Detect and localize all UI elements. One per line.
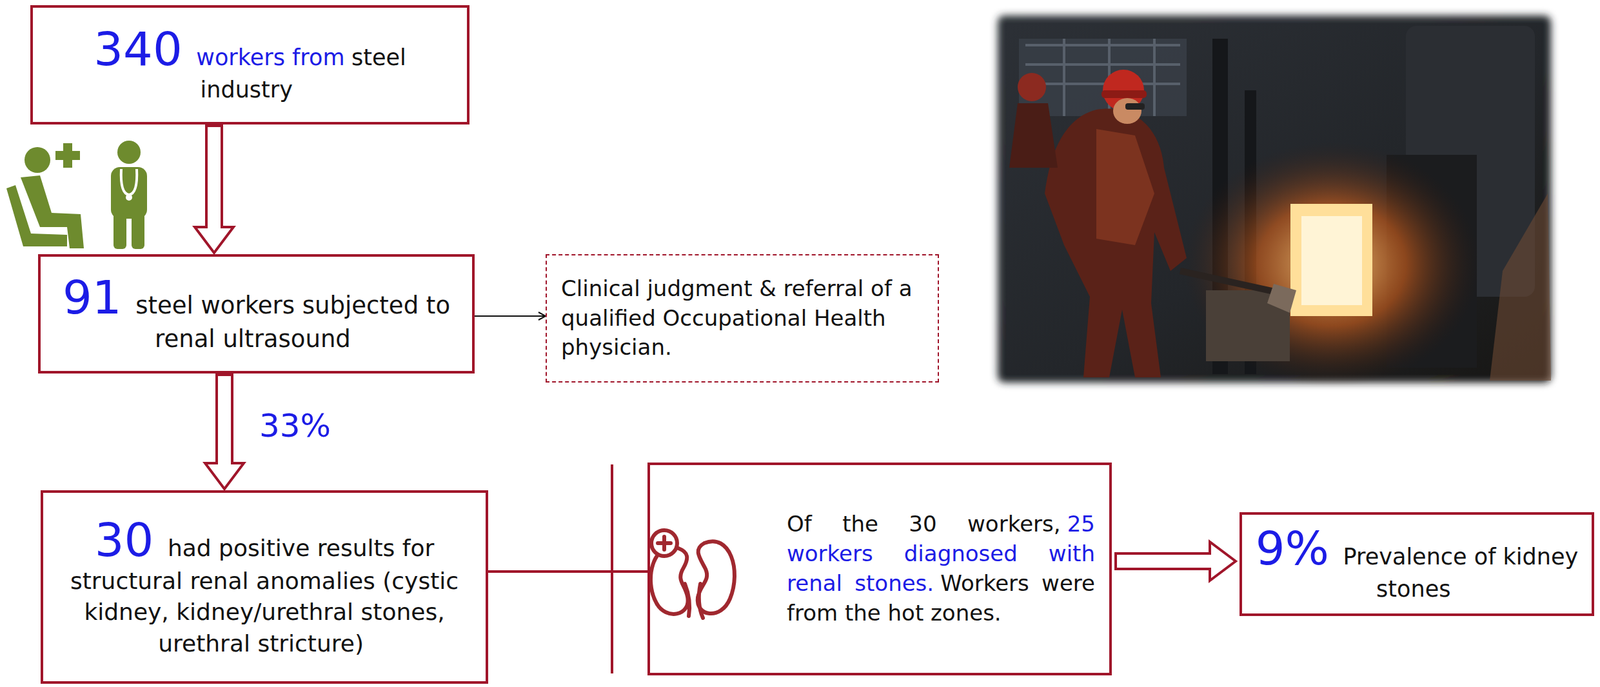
box-text: steel workers subjected to renal ultraso… [135, 291, 451, 353]
count-number: 340 [93, 21, 182, 77]
node-text: 91steel workers subjected to renal ultra… [56, 272, 457, 356]
result-box: 30had positive results for structural re… [40, 490, 489, 684]
foreground-blur [1489, 193, 1551, 381]
furnace-glow [1183, 141, 1481, 387]
plus-sign [55, 143, 80, 168]
kidney-icon [650, 530, 735, 618]
box-text: Of the 30 workers, [786, 510, 1061, 537]
connector-line [474, 315, 546, 317]
furnace-mouth [1301, 216, 1363, 306]
second-worker [1017, 72, 1047, 102]
node-text: Of the 30 workers,25 workers diagnosed w… [786, 509, 1096, 629]
prevalence-box: 9%Prevalence of kidney stones [1239, 512, 1595, 616]
box-text: had positive results for structural rena… [70, 534, 459, 657]
shovel-blade [1267, 283, 1297, 313]
kidney-outline [697, 541, 735, 614]
process-box: 91steel workers subjected to renal ultra… [38, 254, 475, 374]
worker-figure [1044, 108, 1187, 378]
plus-circle [651, 530, 678, 556]
worker-face [1113, 98, 1142, 124]
furnace-photo [997, 15, 1551, 387]
furnace-mouth [1290, 203, 1373, 317]
ureter [699, 583, 703, 618]
node-text: 30had positive results for structural re… [53, 514, 476, 660]
box-text: Workers were from the hot zones. [786, 570, 1096, 626]
worker-jacket-light [1096, 128, 1155, 246]
worker-goggles [1125, 103, 1145, 110]
doctor-leg [131, 212, 145, 249]
connector-line [488, 570, 648, 573]
block-arrow [205, 374, 244, 489]
box-text: steel industry [200, 44, 407, 103]
count-number: 30 [94, 512, 155, 567]
box-text: workers from [196, 44, 345, 71]
patient-chair [6, 185, 68, 247]
second-worker [1009, 103, 1058, 168]
doctor-leg [113, 212, 127, 249]
plus-sign [657, 536, 671, 550]
node-text: 340 workers fromsteel industry [48, 23, 452, 106]
count-number: 9% [1255, 521, 1330, 576]
box-text: 25 workers diagnosed with renal stones. [786, 510, 1096, 596]
health-staff-icon [6, 140, 148, 249]
box-text: Prevalence of kidney stones [1343, 543, 1579, 602]
percent-label: 33% [256, 406, 334, 445]
bracket-bar [610, 464, 614, 674]
ureter [684, 583, 690, 616]
block-arrow [1115, 541, 1236, 581]
node-text: Clinical judgment & referral of a qualif… [561, 274, 924, 364]
doctor-body [110, 167, 148, 219]
finding-box: Of the 30 workers,25 workers diagnosed w… [647, 462, 1112, 676]
shovel-handle [1180, 270, 1284, 294]
doctor-head [117, 140, 141, 164]
count-number: 91 [62, 270, 122, 325]
kidney-outline [650, 546, 689, 614]
stethoscope [121, 168, 138, 195]
box-text: Clinical judgment & referral of a qualif… [561, 275, 913, 361]
node-text: 9%Prevalence of kidney stones [1254, 523, 1579, 605]
worker-helmet [1101, 90, 1147, 99]
window-grid [1025, 38, 1181, 117]
stethoscope [125, 194, 133, 201]
note-box: Clinical judgment & referral of a qualif… [545, 254, 939, 383]
start-box: 340 workers fromsteel industry [30, 5, 470, 125]
block-arrow [194, 125, 234, 253]
patient-head [24, 147, 51, 173]
